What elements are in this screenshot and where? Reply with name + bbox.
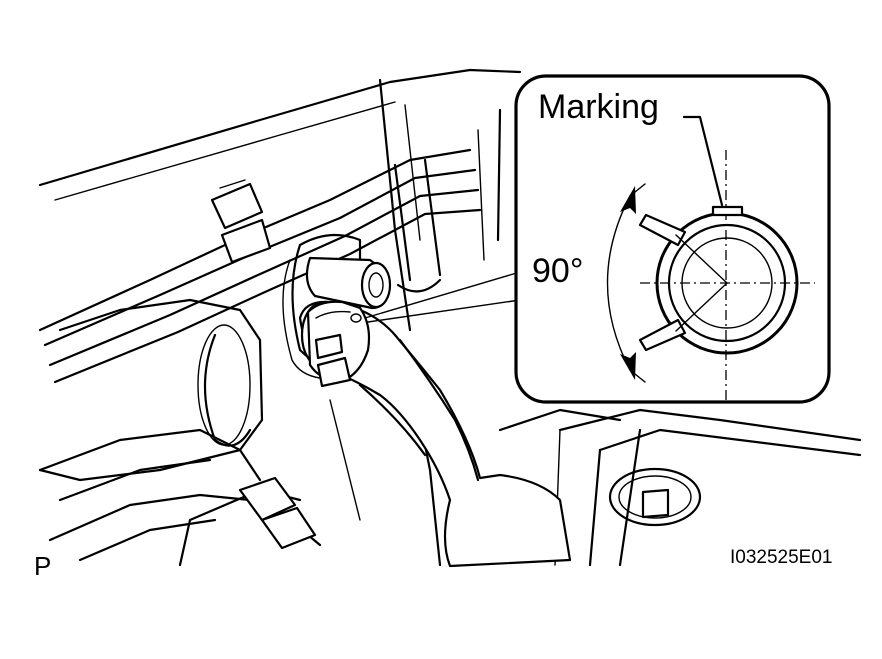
view-letter: P [34, 551, 52, 581]
detail-callout [514, 74, 831, 404]
hose-assembly [298, 271, 572, 568]
marking-label: Marking [538, 88, 659, 126]
angle-label: 90° [532, 252, 584, 290]
figure-id: I032525E01 [730, 547, 833, 568]
engine-background [38, 68, 862, 567]
